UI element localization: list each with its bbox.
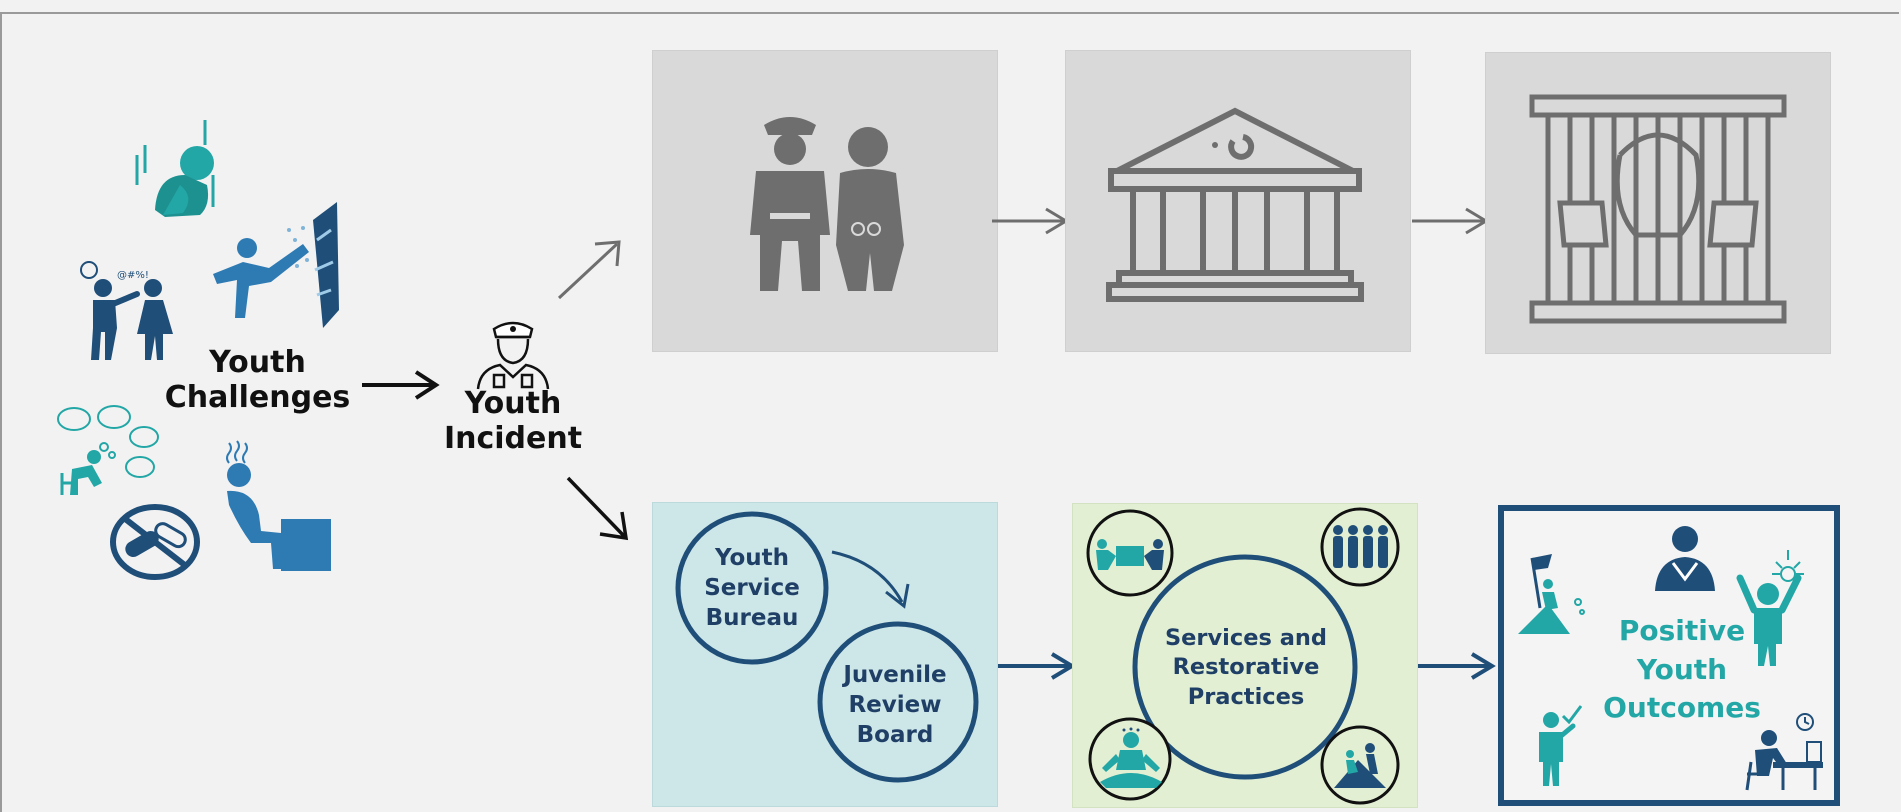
celebration-icon xyxy=(1736,550,1804,666)
study-icon xyxy=(1745,713,1823,791)
helping-hand-icon xyxy=(1334,743,1386,788)
arrow-services-to-outcomes xyxy=(1418,652,1496,680)
diagram-frame xyxy=(0,12,1899,812)
arrow-challenges-to-incident xyxy=(362,370,440,400)
arrow-to-diversion-path xyxy=(566,476,629,541)
youth-service-bureau-label: Youth Service Bureau xyxy=(704,545,800,631)
svg-text:@#%!: @#%! xyxy=(117,270,149,281)
lonely-youth-icon xyxy=(226,440,331,571)
group-icon xyxy=(1333,525,1388,568)
sad-youth-icon xyxy=(135,120,215,217)
teamwork-icon xyxy=(1096,539,1164,570)
arrow-jrb-to-services xyxy=(998,652,1076,680)
achievement-flag-icon xyxy=(1518,554,1585,634)
graduate-icon xyxy=(1655,526,1715,591)
services-restorative-label: Services and Restorative Practices xyxy=(1164,625,1328,710)
no-drugs-icon xyxy=(110,504,200,580)
juvenile-review-board-label: Juvenile Review Board xyxy=(843,662,947,748)
jail-bars-icon xyxy=(1529,94,1787,324)
confused-thoughts-icon xyxy=(57,405,159,495)
ysb-jrb-circles xyxy=(675,511,979,783)
police-officer-icon xyxy=(476,321,550,390)
arrow-to-justice-path xyxy=(557,240,621,300)
courthouse-icon xyxy=(1106,107,1364,302)
success-icon xyxy=(1539,705,1583,786)
positive-youth-outcomes-label: Positive Youth Outcomes xyxy=(1603,614,1761,725)
vandalism-kick-icon xyxy=(213,202,339,328)
arrow-arrest-to-court xyxy=(992,207,1069,235)
arrow-court-to-jail xyxy=(1412,207,1489,235)
angry-argument-icon: @#%! xyxy=(80,261,173,360)
youth-challenges-label: Youth Challenges xyxy=(164,345,351,416)
arrest-icon xyxy=(750,117,904,291)
youth-incident-label: Youth Incident xyxy=(443,386,583,457)
meditation-icon xyxy=(1100,727,1162,788)
